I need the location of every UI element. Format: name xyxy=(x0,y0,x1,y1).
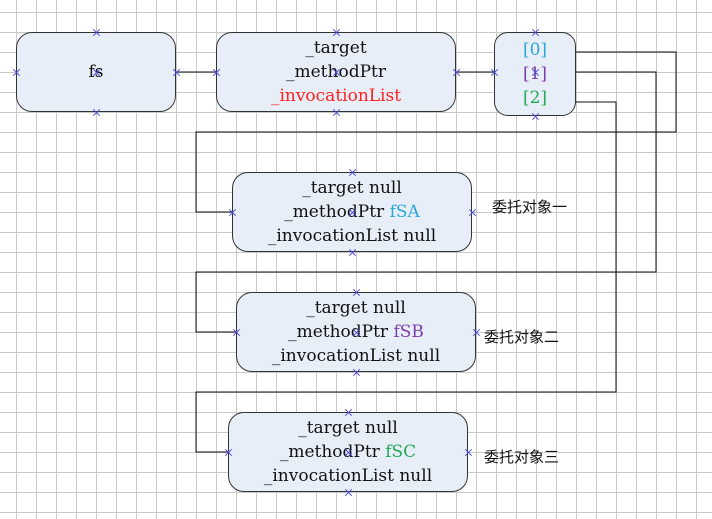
selection-handle-icon[interactable] xyxy=(13,69,20,76)
selection-handle-icon[interactable] xyxy=(532,29,539,36)
selection-handle-icon[interactable] xyxy=(349,209,356,216)
delegate-one-method-name: fSA xyxy=(389,202,420,222)
array-item-0: [0] xyxy=(522,40,548,60)
selection-handle-icon[interactable] xyxy=(349,249,356,256)
selection-handle-icon[interactable] xyxy=(233,329,240,336)
selection-handle-icon[interactable] xyxy=(333,109,340,116)
delegate-three-method-name: fSC xyxy=(385,442,417,462)
selection-handle-icon[interactable] xyxy=(353,369,360,376)
selection-handle-icon[interactable] xyxy=(353,289,360,296)
selection-handle-icon[interactable] xyxy=(225,449,232,456)
delegate-two-invocationlist: _invocationList null xyxy=(271,346,441,366)
delegate-two-target: _target null xyxy=(306,298,406,318)
connector-array2-to-delegate-three xyxy=(195,101,617,453)
delegate-three-caption: 委托对象三 xyxy=(484,448,560,466)
array-item-2: [2] xyxy=(522,88,548,108)
selection-handle-icon[interactable] xyxy=(473,329,480,336)
delegate-two-caption: 委托对象二 xyxy=(484,328,560,346)
selection-handle-icon[interactable] xyxy=(93,29,100,36)
selection-handle-icon[interactable] xyxy=(469,209,476,216)
connector-array0-to-delegate-one xyxy=(195,51,677,213)
selection-handle-icon[interactable] xyxy=(345,449,352,456)
delegate-three-invocationlist: _invocationList null xyxy=(263,466,433,486)
selection-handle-icon[interactable] xyxy=(453,69,460,76)
delegate-three-methodptr: _methodPtr fSC xyxy=(279,442,417,462)
selection-handle-icon[interactable] xyxy=(333,69,340,76)
connector-array1-to-delegate-two xyxy=(195,71,657,333)
delegate-two-methodptr: _methodPtr fSB xyxy=(288,322,424,342)
selection-handle-icon[interactable] xyxy=(173,69,180,76)
selection-handle-icon[interactable] xyxy=(345,409,352,416)
selection-handle-icon[interactable] xyxy=(532,69,539,76)
selection-handle-icon[interactable] xyxy=(353,329,360,336)
delegate-one-target: _target null xyxy=(302,178,402,198)
delegate-three-target: _target null xyxy=(298,418,398,438)
selection-handle-icon[interactable] xyxy=(491,69,498,76)
selection-handle-icon[interactable] xyxy=(213,69,220,76)
selection-handle-icon[interactable] xyxy=(93,109,100,116)
selection-handle-icon[interactable] xyxy=(349,169,356,176)
delegate-object-one-box[interactable]: _target null _methodPtr fSA _invocationL… xyxy=(232,172,472,252)
selection-handle-icon[interactable] xyxy=(465,449,472,456)
delegate-one-caption: 委托对象一 xyxy=(492,198,568,216)
delegate-main-invocationlist: _invocationList xyxy=(270,86,402,106)
selection-handle-icon[interactable] xyxy=(93,69,100,76)
selection-handle-icon[interactable] xyxy=(229,209,236,216)
delegate-one-invocationlist: _invocationList null xyxy=(267,226,437,246)
delegate-one-methodptr: _methodPtr fSA xyxy=(284,202,420,222)
delegate-main-target: _target xyxy=(305,38,367,58)
selection-handle-icon[interactable] xyxy=(345,489,352,496)
selection-handle-icon[interactable] xyxy=(532,113,539,120)
selection-handle-icon[interactable] xyxy=(333,29,340,36)
delegate-two-method-name: fSB xyxy=(393,322,424,342)
